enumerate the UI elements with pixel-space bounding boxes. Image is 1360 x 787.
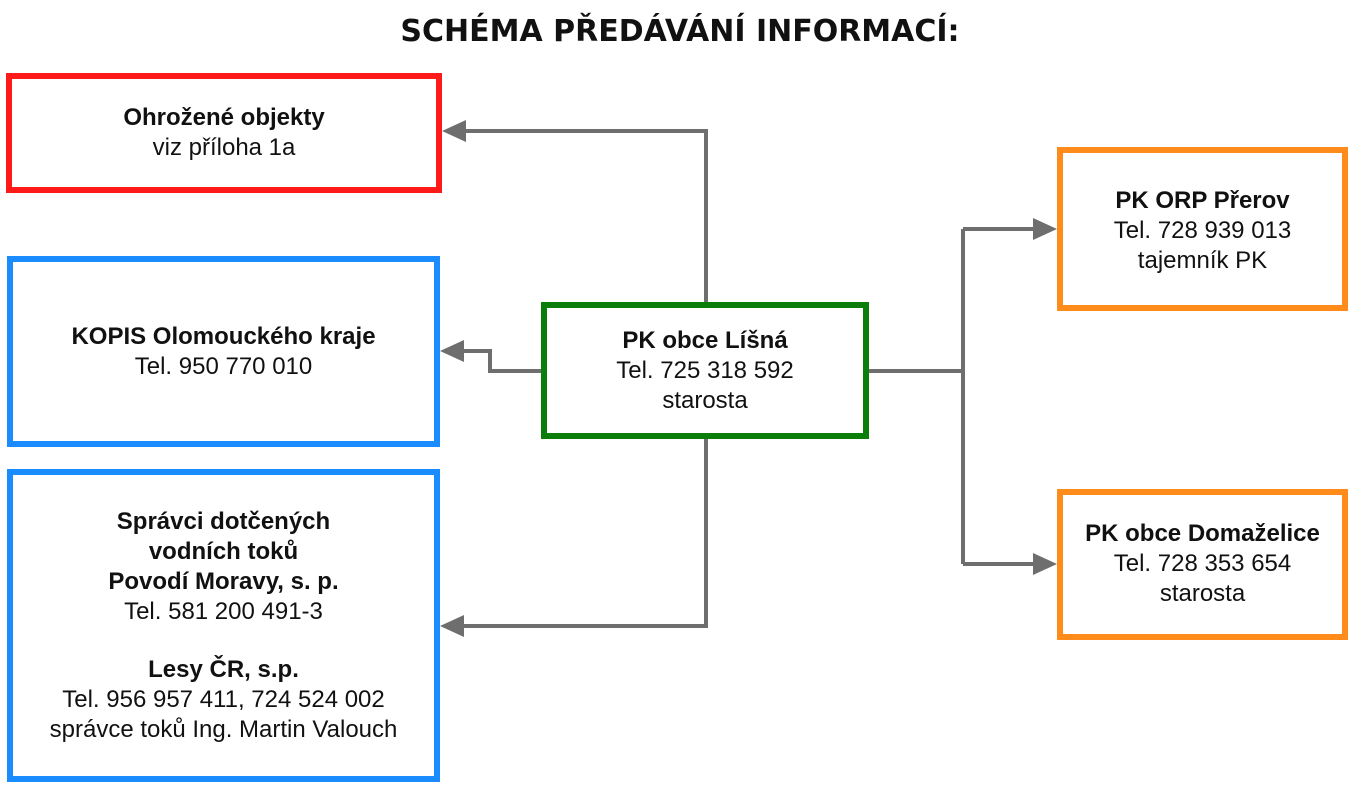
node-forest-name: Lesy ČR, s.p. (148, 655, 299, 683)
arrowhead-managers (440, 615, 464, 637)
node-kopis: KOPIS Olomouckého kraje Tel. 950 770 010 (7, 256, 440, 447)
node-water-managers: Správci dotčených vodních toků Povodí Mo… (7, 469, 440, 782)
node-domazelice: PK obce Domaželice Tel. 728 353 654 star… (1057, 489, 1348, 640)
node-domazelice-phone: Tel. 728 353 654 (1113, 550, 1292, 577)
node-domazelice-name: PK obce Domaželice (1085, 520, 1320, 547)
node-center-name: PK obce Líšná (622, 326, 788, 354)
node-kopis-name: KOPIS Olomouckého kraje (71, 322, 376, 350)
node-managers-line1: Správci dotčených (116, 507, 331, 535)
node-orp-name: PK ORP Přerov (1115, 187, 1290, 214)
arrowhead-orp (1033, 218, 1057, 240)
diagram-title: SCHÉMA PŘEDÁVÁNÍ INFORMACÍ: (400, 14, 960, 49)
arrowhead-threatened (442, 120, 466, 142)
node-orp-role: tajemník PK (1137, 247, 1268, 274)
node-forest-phone: Tel. 956 957 411, 724 524 002 (62, 685, 385, 713)
node-orp-phone: Tel. 728 939 013 (1113, 217, 1292, 244)
arrowhead-kopis (440, 340, 464, 362)
node-center-phone: Tel. 725 318 592 (616, 356, 794, 384)
node-threatened-objects: Ohrožené objekty viz příloha 1a (6, 73, 442, 193)
connector-to-kopis (462, 349, 541, 373)
arrowhead-domazelice (1033, 553, 1057, 575)
node-managers-line2: vodních toků (148, 537, 299, 565)
node-threatened-name: Ohrožené objekty (123, 104, 325, 131)
node-managers-phone: Tel. 581 200 491-3 (124, 597, 323, 625)
node-kopis-phone: Tel. 950 770 010 (134, 352, 313, 380)
node-center-lisna: PK obce Líšná Tel. 725 318 592 starosta (541, 302, 869, 439)
node-forest-contact: správce toků Ing. Martin Valouch (49, 715, 398, 743)
node-managers-line3: Povodí Moravy, s. p. (108, 567, 339, 595)
node-domazelice-role: starosta (1159, 580, 1246, 607)
connector-to-threatened (462, 129, 708, 302)
node-threatened-note: viz příloha 1a (152, 134, 296, 161)
node-center-role: starosta (662, 386, 748, 414)
connector-to-managers (462, 439, 708, 628)
node-orp-prerov: PK ORP Přerov Tel. 728 939 013 tajemník … (1057, 147, 1348, 311)
